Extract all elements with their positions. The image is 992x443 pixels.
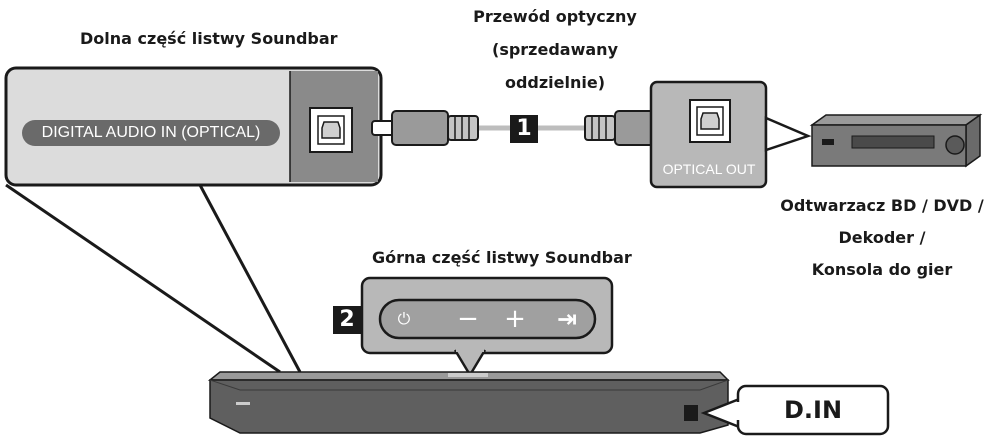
callout-pointer [198,184,302,373]
callout-pointer [5,183,281,374]
soundbar-led [236,402,250,405]
soundbar-top-control [448,373,488,377]
port-out-label: OPTICAL OUT [662,161,756,177]
buttons-pill [378,298,597,340]
power-icon[interactable]: ⏻ [397,309,411,328]
label-cable-line2: (sprzedawany [492,40,618,59]
step2-number: 2 [339,307,355,332]
label-player-line3: Konsola do gier [811,260,953,279]
label-cable-line1: Przewód optyczny [473,7,637,26]
step1-badge [510,115,538,143]
label-cable-line3: oddzielnie) [504,73,606,92]
step1-number: 1 [516,116,532,141]
label-player-line1: Odtwarzacz BD / DVD / [780,196,984,215]
volume-down-icon[interactable]: − [457,304,479,334]
optical-in-jack [309,107,353,153]
optical-out-jack [689,99,731,143]
soundbar-top-callout [333,276,614,378]
step2-badge [333,306,361,334]
label-soundbar-top: Górna część listwy Soundbar [372,248,632,267]
soundbar-front [209,379,729,434]
port-in-pill [22,120,280,146]
port-in-label: DIGITAL AUDIO IN (OPTICAL) [41,124,261,141]
soundbar-bottom-callout [4,66,383,374]
device-output-panel [649,80,812,189]
bd-player [809,113,983,168]
left-connector [371,110,479,146]
soundbar [207,371,890,436]
label-player-line2: Dekoder / [838,228,926,247]
label-soundbar-bottom: Dolna część listwy Soundbar [80,29,338,48]
soundbar-display [684,405,698,421]
volume-up-icon[interactable]: + [504,304,526,334]
din-label: D.IN [783,396,843,424]
source-icon[interactable]: ⇥ [556,305,578,333]
